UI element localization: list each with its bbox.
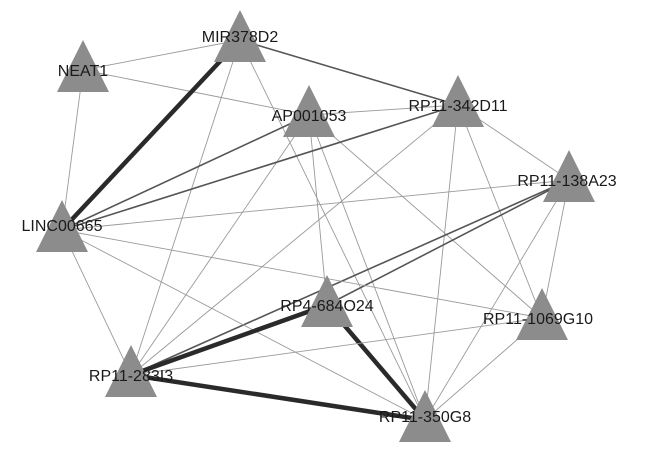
triangle-node-icon: [57, 40, 109, 92]
node-label: RP11-138A23: [517, 173, 616, 190]
node-label: RP11-342D11: [408, 98, 507, 115]
edge-RP11-283I3-RP11-1069G10: [130, 317, 543, 376]
node-label: RP11-1069G10: [483, 311, 593, 328]
edge-RP11-138A23-LINC00665: [61, 179, 570, 231]
triangle-node-icon: [105, 345, 157, 397]
node-NEAT1[interactable]: NEAT1: [57, 40, 109, 92]
triangle-node-icon: [543, 150, 595, 202]
edge-NEAT1-MIR378D2: [82, 39, 241, 71]
node-RP4-684O24[interactable]: RP4-684O24: [280, 275, 374, 327]
edge-RP11-342D11-LINC00665: [61, 104, 459, 231]
triangle-node-icon: [432, 75, 484, 127]
edge-AP001053-RP11-1069G10: [308, 114, 543, 319]
triangle-node-icon: [36, 200, 88, 252]
node-RP11-283I3[interactable]: RP11-283I3: [89, 345, 173, 397]
edge-AP001053-LINC00665: [61, 114, 310, 231]
edge-NEAT1-AP001053: [82, 69, 310, 116]
node-label: RP4-684O24: [280, 298, 373, 315]
edge-RP11-342D11-RP11-350G8: [424, 104, 459, 421]
edge-LINC00665-RP11-350G8: [61, 229, 426, 421]
edge-AP001053-RP11-350G8: [308, 114, 426, 421]
triangle-node-icon: [301, 275, 353, 327]
edge-AP001053-RP11-342D11: [308, 104, 459, 116]
edge-MIR378D2-RP11-342D11: [239, 39, 459, 106]
edge-MIR378D2-LINC00665: [60, 38, 242, 232]
node-label: MIR378D2: [202, 29, 279, 46]
edges-layer: [60, 38, 570, 423]
edge-RP11-138A23-RP4-684O24: [326, 179, 570, 306]
edge-AP001053-RP4-684O24: [308, 114, 328, 306]
edge-RP11-138A23-RP11-283I3: [130, 179, 570, 376]
edge-MIR378D2-RP11-350G8: [239, 39, 426, 421]
node-RP11-350G8[interactable]: RP11-350G8: [379, 390, 471, 442]
triangle-node-icon: [283, 85, 335, 137]
node-label: LINC00665: [22, 218, 103, 235]
triangle-node-icon: [214, 10, 266, 62]
edge-RP11-342D11-RP11-283I3: [130, 104, 459, 376]
node-label: NEAT1: [58, 63, 108, 80]
edge-RP4-684O24-RP11-283I3: [130, 302, 328, 378]
node-MIR378D2[interactable]: MIR378D2: [202, 10, 279, 62]
node-label: AP001053: [272, 108, 347, 125]
node-AP001053[interactable]: AP001053: [272, 85, 347, 137]
edge-LINC00665-RP11-283I3: [61, 229, 132, 376]
node-RP11-138A23[interactable]: RP11-138A23: [517, 150, 617, 202]
triangle-node-icon: [516, 288, 568, 340]
node-label: RP11-283I3: [89, 368, 173, 385]
node-label: RP11-350G8: [379, 409, 471, 426]
edge-AP001053-RP11-283I3: [130, 114, 310, 376]
edge-RP11-283I3-RP11-350G8: [130, 372, 426, 423]
node-RP11-342D11[interactable]: RP11-342D11: [408, 75, 508, 127]
edge-LINC00665-RP11-1069G10: [61, 229, 543, 319]
edge-RP11-138A23-RP11-1069G10: [541, 179, 570, 319]
node-RP11-1069G10[interactable]: RP11-1069G10: [483, 288, 593, 340]
triangle-node-icon: [399, 390, 451, 442]
edge-NEAT1-LINC00665: [61, 69, 84, 231]
edge-MIR378D2-RP11-283I3: [130, 39, 241, 376]
node-LINC00665[interactable]: LINC00665: [22, 200, 103, 252]
edge-RP11-138A23-RP11-350G8: [424, 179, 570, 421]
